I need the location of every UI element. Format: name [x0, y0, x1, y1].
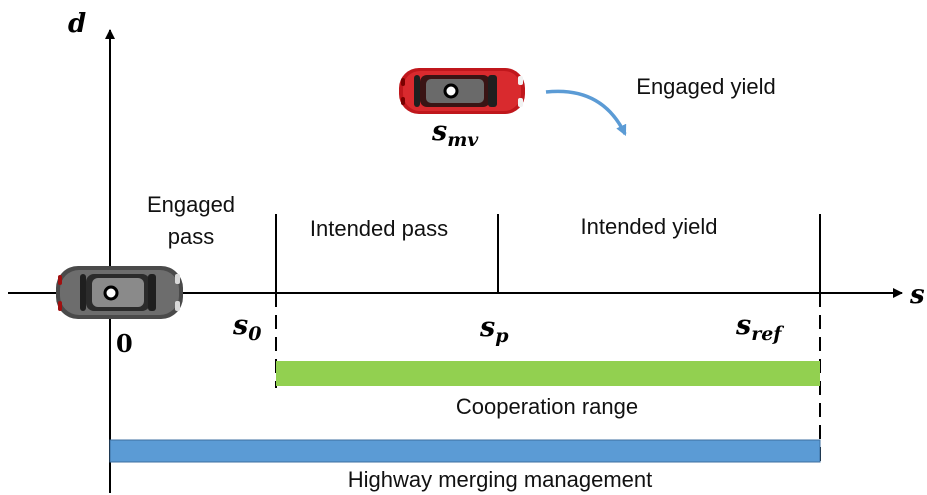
sref-label: sref	[735, 310, 784, 345]
cooperation-range-bar	[276, 361, 820, 386]
y-axis-label: d	[68, 9, 86, 39]
origin-label: 0	[116, 329, 133, 358]
highway-merging-label: Highway merging management	[348, 467, 653, 492]
smv-subscript: mv	[447, 129, 479, 151]
engaged-yield-label: Engaged yield	[636, 74, 775, 99]
intended-yield-label: Intended yield	[581, 214, 718, 239]
sp-label: sp	[479, 312, 509, 347]
red-car-icon	[399, 68, 525, 114]
intended-pass-label: Intended pass	[310, 216, 448, 241]
highway-merging-bar	[109, 439, 821, 463]
cooperation-range-label: Cooperation range	[456, 394, 638, 419]
sref-subscript: ref	[751, 323, 784, 345]
gray-car-icon	[56, 266, 183, 319]
engaged-pass-label-line2: pass	[168, 224, 214, 249]
engaged-pass-label-line1: Engaged	[147, 192, 235, 217]
ego-reference-point	[103, 285, 119, 301]
merging-vehicle-reference-point	[443, 83, 459, 99]
smv-label: smv	[431, 116, 479, 151]
s0-subscript: 0	[248, 323, 261, 345]
sp-subscript: p	[495, 325, 509, 347]
x-axis-label: s	[909, 280, 925, 310]
s0-label: s0	[232, 310, 261, 345]
engaged-yield-arrow	[545, 89, 627, 136]
